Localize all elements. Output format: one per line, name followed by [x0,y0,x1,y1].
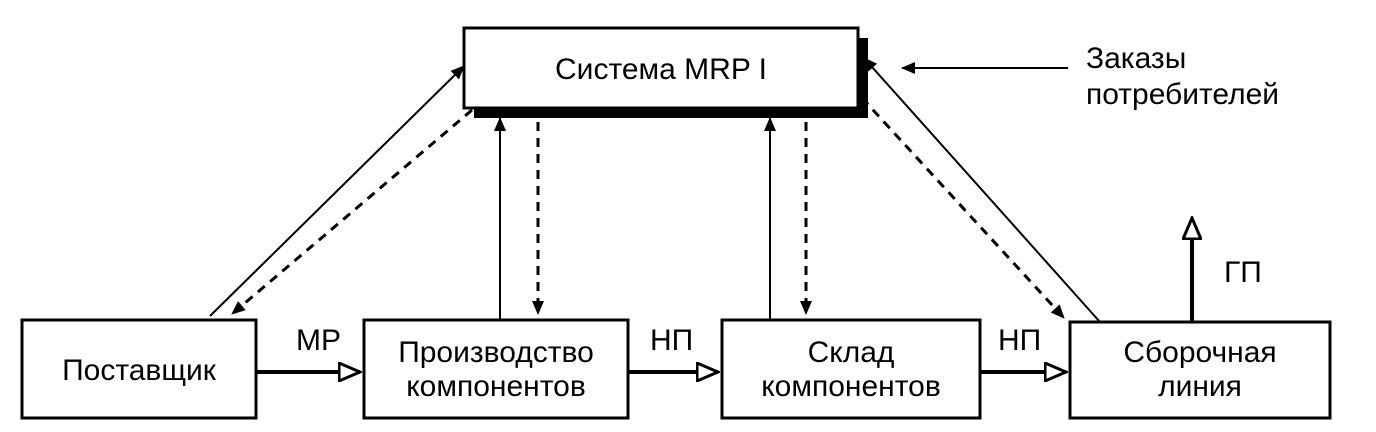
flow-label-mp: МР [296,324,341,357]
warehouse-label-line2: компонентов [761,370,941,403]
supplier-box: Поставщик [20,318,258,420]
mrp-system-box: Система MRP I [462,26,868,118]
customer-orders-line2: потребителей [1086,78,1279,111]
production-box: Производство компонентов [362,318,630,420]
mrp-system-label: Система MRP I [555,53,767,86]
warehouse-label-line1: Склад [808,336,895,369]
flow-label-gp: ГП [1224,256,1262,289]
flow-label-np-2: НП [998,324,1041,357]
assembly-label-line2: линия [1158,370,1242,403]
info-arrow-assembly-to-mrp [863,57,1101,323]
control-arrow-mrp-to-assembly [860,96,1066,320]
production-label-line2: компонентов [406,370,586,403]
customer-orders-line1: Заказы [1086,42,1186,75]
assembly-label-line1: Сборочная [1123,336,1276,369]
control-arrow-mrp-to-supplier [231,108,473,316]
supplier-label: Поставщик [62,354,217,387]
assembly-box: Сборочная линия [1068,320,1332,420]
info-arrow-supplier-to-mrp [209,65,465,317]
warehouse-box: Склад компонентов [720,318,982,420]
flow-label-np-1: НП [650,324,693,357]
production-label-line1: Производство [398,336,594,369]
